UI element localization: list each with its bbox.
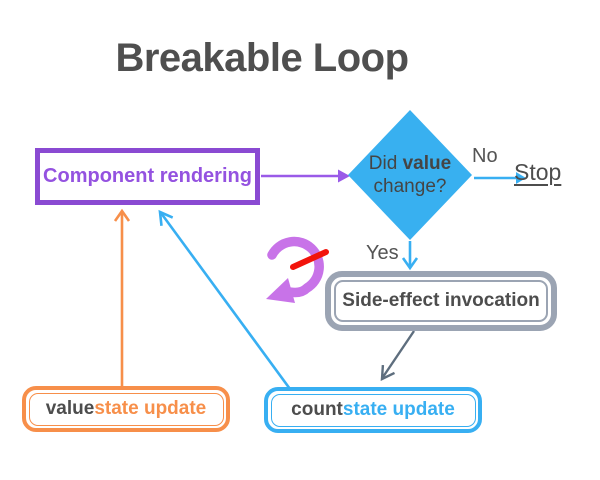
- edge-label-no: No: [472, 145, 498, 167]
- node-value-state-update: value state update: [22, 386, 230, 432]
- red-slash-icon: [290, 249, 329, 270]
- count-state-update-inner-border: count state update: [270, 393, 476, 427]
- decision-line1: Did value: [369, 152, 451, 175]
- arrow-count-to-component: [158, 209, 292, 390]
- arrow-no-to-stop: [474, 172, 526, 184]
- broken-loop-icon: [266, 236, 329, 303]
- arrow-yes-to-side-effect: [401, 241, 419, 271]
- arrow-side-effect-to-count: [380, 330, 415, 381]
- value-state-update-label: state update: [94, 398, 207, 419]
- node-side-effect-invocation: Side-effect invocation: [325, 271, 557, 331]
- node-component-rendering: Component rendering: [35, 148, 260, 205]
- value-variable-label: value: [45, 398, 95, 419]
- side-effect-label: Side-effect invocation: [342, 290, 540, 311]
- value-state-update-inner-border: value state update: [28, 392, 224, 426]
- node-count-state-update: count state update: [264, 387, 482, 433]
- decision-prefix: Did: [368, 153, 403, 174]
- component-rendering-label: Component rendering: [43, 165, 252, 187]
- stop-label: Stop: [514, 159, 562, 185]
- decision-line2: change?: [373, 176, 447, 197]
- page-title: Breakable Loop: [115, 36, 409, 80]
- side-effect-inner-border: Side-effect invocation: [334, 280, 548, 322]
- arrow-component-to-decision: [261, 169, 350, 183]
- count-state-update-label: state update: [342, 399, 455, 420]
- edge-label-yes: Yes: [366, 242, 399, 264]
- count-variable-label: count: [291, 399, 343, 420]
- decision-emphasis: value: [402, 153, 452, 174]
- arrow-value-to-component: [113, 208, 131, 386]
